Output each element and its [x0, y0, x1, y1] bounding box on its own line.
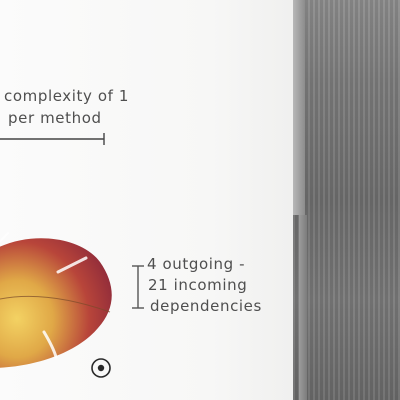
page-edge [293, 0, 305, 215]
note-side-line2: 21 incoming [148, 276, 248, 294]
note-top-line2: per method [8, 109, 102, 127]
scale-line [0, 133, 105, 145]
note-side-line1: 4 outgoing - [147, 255, 246, 273]
dependency-bracket [132, 265, 144, 309]
note-side-line3: dependencies [150, 297, 262, 315]
background-shadow [293, 0, 400, 400]
leaf-shape [0, 232, 112, 368]
target-icon [91, 358, 111, 378]
note-top-line1: complexity of 1 [4, 87, 130, 105]
page-edge-lower [299, 215, 307, 400]
